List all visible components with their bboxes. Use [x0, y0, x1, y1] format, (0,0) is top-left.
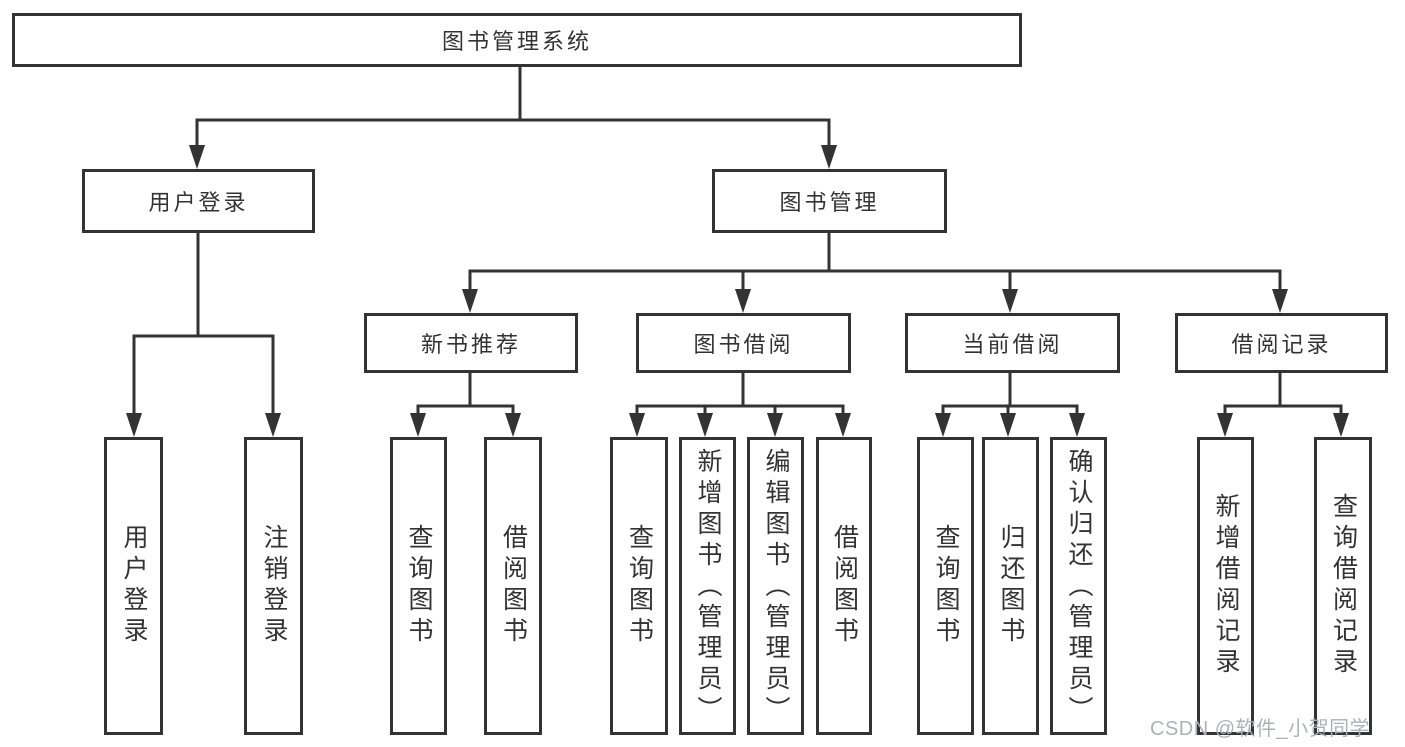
node-user-login: 用户登录 [82, 169, 315, 233]
leaf-add-books-admin: 新增图书（管理员） [679, 437, 736, 735]
leaf-query-borrow-record: 查询借阅记录 [1314, 437, 1372, 735]
leaf-borrow-books-recommend: 借阅图书 [484, 437, 542, 735]
leaf-add-borrow-record: 新增借阅记录 [1197, 437, 1254, 735]
leaf-borrow-books-borrow: 借阅图书 [816, 437, 872, 735]
leaf-query-books-recommend: 查询图书 [390, 437, 447, 735]
leaf-return-books: 归还图书 [982, 437, 1039, 735]
node-current-borrow: 当前借阅 [905, 313, 1120, 373]
csdn-watermark: CSDN @软件_小贺同学 [1150, 718, 1371, 740]
leaf-query-books-borrow: 查询图书 [610, 437, 668, 735]
leaf-user-login: 用户登录 [104, 437, 163, 735]
leaf-logout: 注销登录 [244, 437, 303, 735]
leaf-edit-books-admin: 编辑图书（管理员） [747, 437, 804, 735]
arrowheads [126, 145, 1349, 437]
node-new-book-recommend: 新书推荐 [364, 313, 578, 373]
node-book-management: 图书管理 [712, 169, 947, 233]
node-borrow-records: 借阅记录 [1175, 313, 1388, 373]
node-book-borrow: 图书借阅 [636, 313, 851, 373]
node-root-system: 图书管理系统 [12, 13, 1022, 67]
leaf-query-books-current: 查询图书 [917, 437, 974, 735]
leaf-confirm-return-admin: 确认归还（管理员） [1050, 437, 1107, 735]
